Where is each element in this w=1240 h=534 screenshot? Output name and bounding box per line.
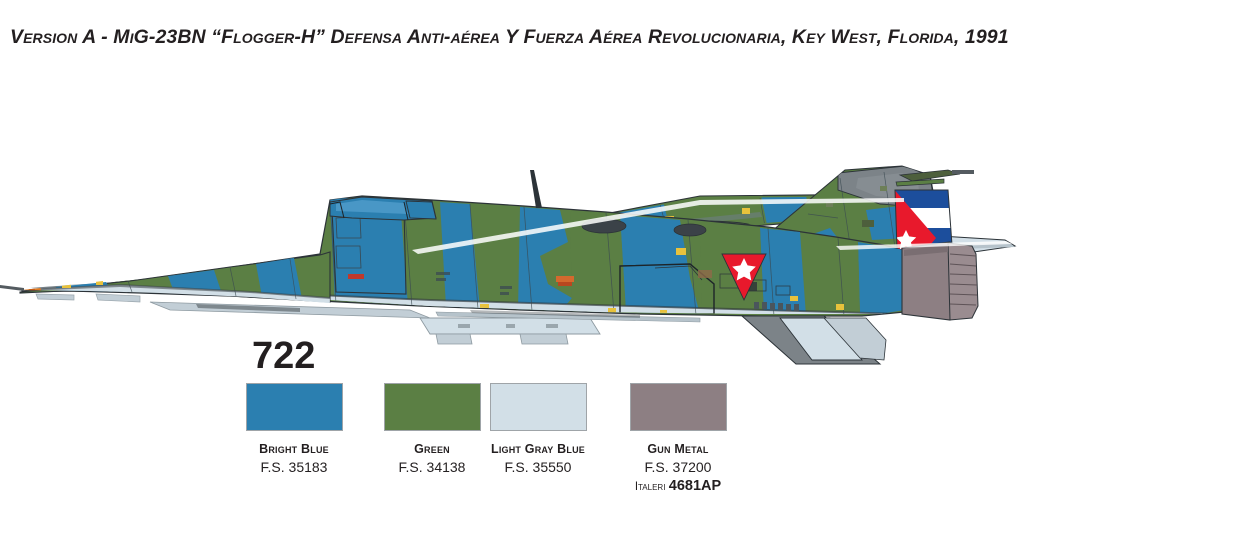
color-legend: Bright Blue F.S. 35183 Green F.S. 34138 … — [0, 383, 1240, 523]
swatch-chip-bright-blue — [245, 383, 343, 431]
legend-swatch-light-gray-blue: Light Gray Blue F.S. 35550 — [443, 383, 633, 475]
nose-section — [0, 251, 331, 303]
profile-drawing: 722 — [0, 165, 1017, 368]
belly-fairing — [149, 301, 701, 323]
swatch-chip-green — [383, 383, 481, 431]
swatch-name-bright-blue: Bright Blue — [259, 442, 329, 456]
page-title: Version A - MiG-23BN “Flogger-H” Defensa… — [10, 26, 1009, 48]
vent-row — [754, 302, 799, 311]
swatch-vendor-gun-metal: Italeri 4681AP — [583, 478, 773, 494]
nose-pitot-probe — [0, 285, 24, 291]
nose-gear-hints — [35, 293, 141, 303]
cuban-roundel — [721, 253, 767, 302]
spine-antenna-mast — [530, 170, 542, 208]
swatch-name-gun-metal: Gun Metal — [647, 442, 709, 456]
swatch-chip-gun-metal — [629, 383, 727, 431]
centerline-tank — [419, 317, 601, 345]
swatch-fs-bright-blue: F.S. 35183 — [260, 459, 328, 475]
exhaust-nozzle — [901, 241, 979, 321]
legend-swatch-gun-metal: Gun Metal F.S. 37200 Italeri 4681AP — [583, 383, 773, 494]
swatch-name-light-gray-blue: Light Gray Blue — [490, 442, 585, 456]
swatch-fs-green: F.S. 34138 — [398, 459, 466, 475]
stabilizer-leading-edge-highlight — [836, 241, 1012, 250]
wing-leading-edge-highlight — [412, 198, 904, 254]
fin-tip-antenna — [895, 169, 974, 187]
swatch-chip-light-gray-blue — [489, 383, 587, 431]
tail-number-group: 722 — [252, 335, 315, 368]
vendor-name: Italeri — [634, 481, 666, 493]
tail-number-text: 722 — [252, 335, 315, 368]
canopy — [329, 196, 437, 221]
swatch-fs-gun-metal: F.S. 37200 — [644, 459, 712, 475]
swatch-fs-light-gray-blue: F.S. 35550 — [504, 459, 572, 475]
swatch-name-green: Green — [414, 442, 450, 456]
legend-swatch-bright-blue: Bright Blue F.S. 35183 — [199, 383, 389, 475]
legend-swatch-green: Green F.S. 34138 — [337, 383, 527, 475]
aircraft-side-profile: 722 — [0, 78, 1240, 368]
ventral-fin — [740, 315, 887, 365]
fuselage-stencils — [348, 248, 844, 314]
vendor-code: 4681AP — [668, 478, 722, 494]
